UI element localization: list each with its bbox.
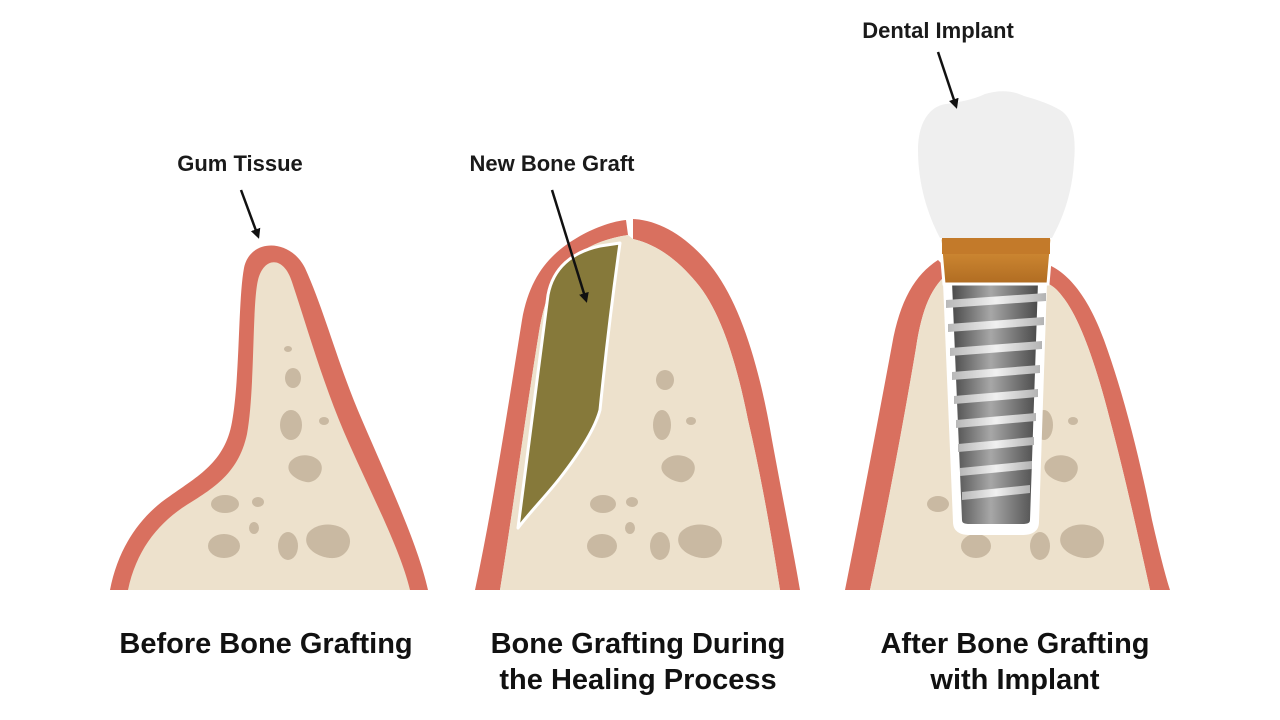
bone-texture — [208, 346, 351, 560]
arrow-gum-tissue — [239, 189, 261, 239]
caption-after-grafting-line1: After Bone Grafting — [880, 628, 1149, 660]
panel-before-grafting: Gum Tissue Before Bone Grafting — [110, 151, 428, 660]
callout-dental-implant: Dental Implant — [862, 18, 1014, 43]
caption-after-grafting-line2: with Implant — [929, 664, 1100, 696]
panel-during-healing: New Bone Graft Bone Grafting During the … — [469, 151, 800, 696]
implant-threads — [946, 293, 1046, 500]
bone-texture — [587, 370, 723, 560]
dental-crown — [918, 91, 1075, 238]
caption-during-healing-line1: Bone Grafting During — [491, 628, 786, 660]
arrow-dental-implant — [936, 51, 959, 109]
bone — [128, 262, 410, 590]
callout-gum-tissue: Gum Tissue — [177, 151, 303, 176]
callout-new-bone-graft: New Bone Graft — [469, 151, 635, 176]
gum-tissue-right — [633, 219, 800, 590]
gum-tissue-left — [845, 260, 950, 590]
gum-tissue-right — [1040, 262, 1170, 590]
caption-before-grafting: Before Bone Grafting — [119, 628, 412, 660]
caption-during-healing-line2: the Healing Process — [499, 664, 776, 696]
abutment-collar — [942, 238, 1050, 254]
gum-tissue-left — [475, 220, 628, 590]
arrow-new-bone-graft — [550, 189, 589, 303]
panel-after-grafting: Dental Implant After Bone Grafting with … — [845, 18, 1170, 696]
new-bone-graft — [516, 241, 622, 530]
implant-screw — [943, 277, 1047, 535]
